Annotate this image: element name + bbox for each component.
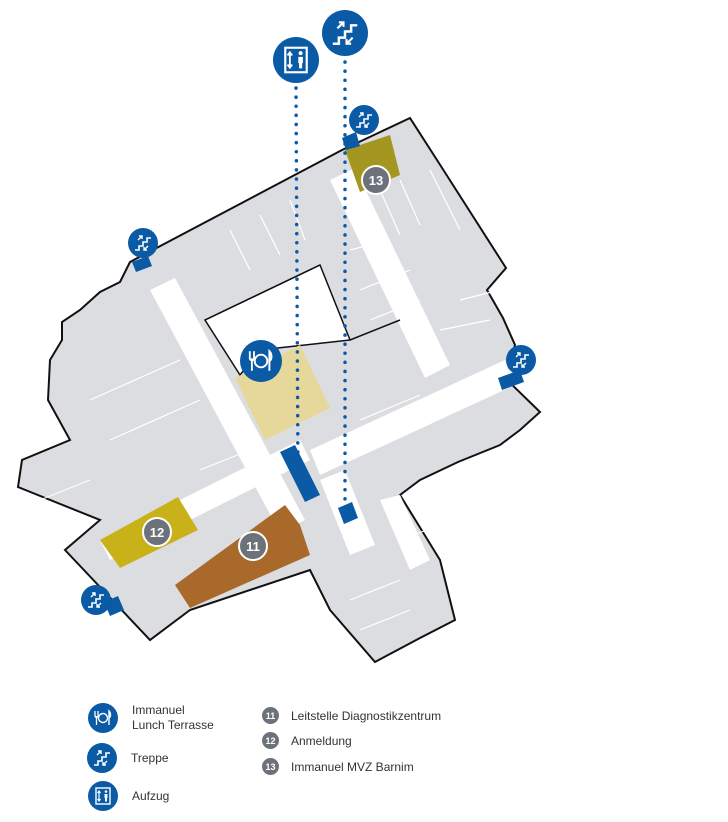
room-walls bbox=[39, 169, 501, 631]
marker-12[interactable]: 12 bbox=[142, 517, 172, 547]
wall-segments bbox=[204, 264, 401, 341]
badge: 11 bbox=[262, 707, 279, 724]
marker-13[interactable]: 13 bbox=[361, 165, 391, 195]
stairs-icon bbox=[87, 743, 117, 773]
legend-stairs: Treppe bbox=[87, 743, 169, 773]
badge: 12 bbox=[262, 732, 279, 749]
legend-label: Immanuel bbox=[132, 703, 185, 717]
legend-label: Immanuel MVZ Barnim bbox=[291, 759, 414, 774]
legend-label: Anmeldung bbox=[291, 733, 352, 748]
elevator-icon[interactable] bbox=[273, 37, 319, 83]
marker-label: 12 bbox=[150, 525, 164, 540]
legend-elevator: Aufzug bbox=[88, 781, 169, 811]
stairs-icon[interactable] bbox=[128, 228, 158, 258]
legend-area-11: 11 Leitstelle Diagnostikzentrum bbox=[262, 707, 441, 724]
marker-label: 11 bbox=[246, 539, 260, 554]
marker-11[interactable]: 11 bbox=[238, 531, 268, 561]
elevator-route bbox=[294, 86, 300, 480]
legend-area-12: 12 Anmeldung bbox=[262, 732, 352, 749]
stairs-icon[interactable] bbox=[349, 105, 379, 135]
legend-label: Leitstelle Diagnostikzentrum bbox=[291, 708, 442, 723]
legend-label: Treppe bbox=[131, 751, 169, 765]
elevator-icon bbox=[88, 781, 118, 811]
legend-label: Aufzug bbox=[132, 789, 170, 803]
legend-area-13: 13 Immanuel MVZ Barnim bbox=[262, 758, 414, 775]
stairs-icon[interactable] bbox=[506, 345, 536, 375]
stairs-icon[interactable] bbox=[322, 10, 368, 56]
restaurant-icon[interactable] bbox=[240, 340, 282, 382]
floor-plan-map: 13 12 11 bbox=[16, 10, 542, 664]
stairs-icon[interactable] bbox=[81, 585, 111, 615]
legend-label: Lunch Terrasse bbox=[132, 718, 214, 732]
restaurant-icon bbox=[88, 703, 118, 733]
badge: 13 bbox=[262, 758, 279, 775]
marker-label: 13 bbox=[369, 173, 383, 188]
